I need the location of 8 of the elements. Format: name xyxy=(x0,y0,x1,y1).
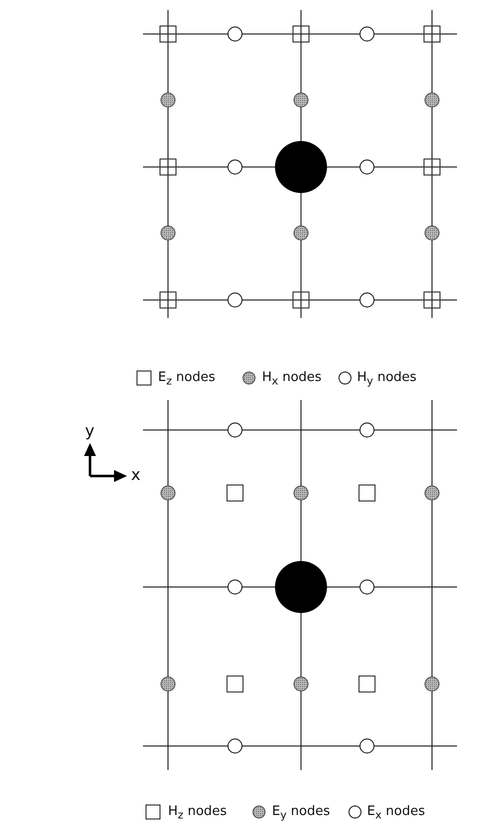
legend-label: E$_{x}$ nodes xyxy=(367,804,425,824)
legend-label: E$_{z}$ nodes xyxy=(158,370,216,390)
legend-label: H$_{x}$ nodes xyxy=(262,370,322,390)
legend-label: H$_{y}$ nodes xyxy=(357,370,417,390)
axis-label: y xyxy=(85,422,94,440)
axis-label: x xyxy=(131,466,140,484)
legend-label: E$_{y}$ nodes xyxy=(272,804,330,824)
legend-label: H$_{z}$ nodes xyxy=(168,804,227,824)
